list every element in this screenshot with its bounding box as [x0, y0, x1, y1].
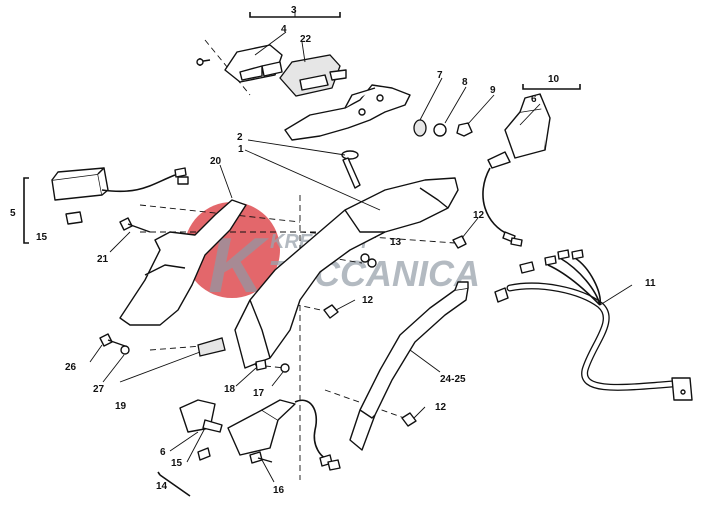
- lower-left-fasteners: [99, 333, 290, 373]
- lower-turn-signal: [179, 399, 341, 471]
- left-indicator: [51, 167, 189, 225]
- label-20: 20: [210, 156, 222, 167]
- label-9: 9: [490, 85, 496, 96]
- label-2: 2: [237, 132, 243, 143]
- label-22: 22: [300, 34, 312, 45]
- label-18: 18: [224, 384, 236, 395]
- part-labels: 3 4 22 2 1 7 8 9 10 6 12 11 20 5 15 21 1…: [10, 5, 656, 496]
- label-8: 8: [462, 77, 468, 88]
- fasteners-13: [360, 253, 377, 268]
- label-11: 11: [645, 278, 656, 289]
- label-13: 13: [390, 237, 402, 248]
- label-6-right: 6: [531, 94, 537, 105]
- label-17: 17: [253, 388, 265, 399]
- label-12-bottom: 12: [435, 402, 447, 413]
- label-15-left: 15: [36, 232, 48, 243]
- label-7: 7: [437, 70, 443, 81]
- tail-light-assembly: [196, 44, 347, 97]
- label-12-mid: 12: [362, 295, 374, 306]
- mudguard-extension: [349, 281, 469, 451]
- leader-lines: [89, 10, 633, 483]
- label-15-lower: 15: [171, 458, 183, 469]
- bolt-21: [119, 217, 151, 233]
- label-5: 5: [10, 208, 16, 219]
- label-26: 26: [65, 362, 77, 373]
- label-1: 1: [238, 144, 244, 155]
- spacer-group: [413, 119, 473, 137]
- label-12-top: 12: [473, 210, 485, 221]
- label-27: 27: [93, 384, 105, 395]
- nuts-12: [323, 235, 467, 427]
- label-24-25: 24-25: [440, 374, 466, 385]
- wiring-harness: [494, 249, 693, 401]
- label-19: 19: [115, 401, 127, 412]
- screw-2: [341, 150, 361, 189]
- license-plate-holder: [119, 199, 247, 326]
- label-21: 21: [97, 254, 109, 265]
- label-16: 16: [273, 485, 285, 496]
- label-14: 14: [156, 481, 168, 492]
- rear-fender: [234, 177, 459, 369]
- label-6-lower: 6: [160, 447, 166, 458]
- label-3: 3: [291, 5, 297, 16]
- mounting-bracket: [284, 84, 411, 141]
- label-10: 10: [548, 74, 560, 85]
- label-4: 4: [281, 24, 287, 35]
- right-turn-signal: [482, 93, 551, 247]
